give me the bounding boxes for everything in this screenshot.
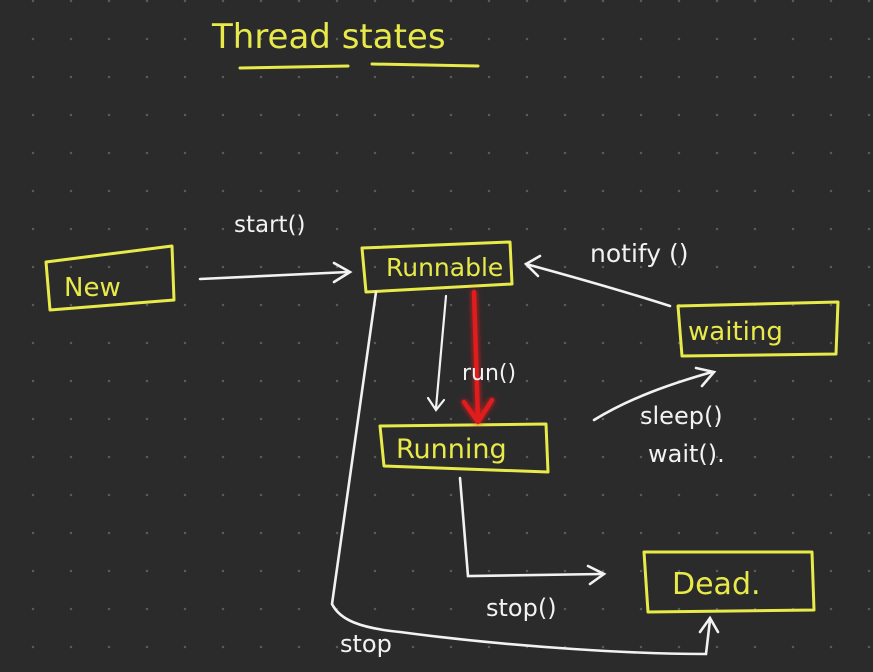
title-underline xyxy=(238,62,480,70)
label-run: run() xyxy=(462,361,516,386)
state-dead-label: Dead. xyxy=(672,567,761,602)
label-stop-runnable: stop xyxy=(340,630,392,658)
state-running: Running xyxy=(378,422,550,474)
arrow-notify xyxy=(523,254,672,308)
label-notify: notify () xyxy=(590,239,689,268)
diagram-title: Thread states xyxy=(211,17,446,57)
state-waiting: waiting xyxy=(676,300,840,358)
state-running-label: Running xyxy=(396,434,507,465)
arrow-stop-running xyxy=(458,476,607,586)
arrow-stop-runnable xyxy=(330,290,720,656)
arrow-start xyxy=(198,261,353,284)
state-waiting-label: waiting xyxy=(688,317,783,347)
state-dead: Dead. xyxy=(642,550,816,614)
label-wait: wait(). xyxy=(648,440,725,468)
state-runnable-label: Runnable xyxy=(386,253,503,282)
label-stop-running: stop() xyxy=(486,594,557,622)
state-new-label: New xyxy=(64,273,121,303)
arrow-sleep-wait xyxy=(592,366,717,422)
label-start: start() xyxy=(234,212,306,238)
state-runnable: Runnable xyxy=(360,240,514,294)
label-sleep: sleep() xyxy=(640,402,723,430)
state-new: New xyxy=(44,244,176,312)
arrow-runnable-running xyxy=(426,294,448,412)
arrow-run-highlight xyxy=(461,289,495,425)
